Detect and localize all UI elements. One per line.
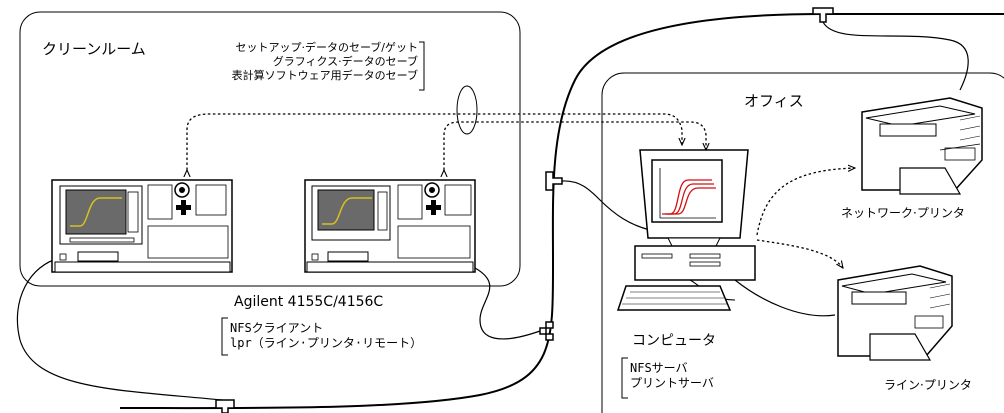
clean-room-notes: セットアップ·データのセーブ/ゲット グラフィクス·データのセーブ 表計算ソフト… xyxy=(232,41,418,83)
analyzer-services-bracket xyxy=(221,317,228,356)
cable-analyzer-left xyxy=(16,257,223,401)
analyzer-service-lpr: lpr（ライン·プリンタ·リモート） xyxy=(230,336,423,350)
analyzer-service-nfs: NFSクライアント xyxy=(230,321,324,335)
computer xyxy=(616,149,756,311)
cable-analyzer-right xyxy=(474,267,541,340)
note-graphics: グラフィクス·データのセーブ xyxy=(272,55,418,68)
note-spreadsheet: 表計算ソフトウェア用データのセーブ xyxy=(231,69,418,82)
t-connector-bottom xyxy=(215,399,235,413)
computer-label: コンピュータ xyxy=(632,333,716,349)
analyzer-services: NFSクライアント lpr（ライン·プリンタ·リモート） xyxy=(230,321,422,351)
t-connector-top xyxy=(812,7,834,23)
computer-service-print: プリントサーバ xyxy=(630,376,714,390)
flow-analyzer2-computer xyxy=(444,121,706,170)
flow-computer-line-printer xyxy=(756,239,843,268)
line-printer-label: ライン·プリンタ xyxy=(884,378,972,392)
computer-service-nfs: NFSサーバ xyxy=(630,361,688,375)
cable-line-printer xyxy=(734,279,836,317)
note-setup: セットアップ·データのセーブ/ゲット xyxy=(235,41,418,54)
cable-printer-top xyxy=(822,21,969,91)
analyzer-1 xyxy=(51,179,233,273)
flow-analyzer1-computer xyxy=(187,113,682,170)
office-title: オフィス xyxy=(744,92,804,110)
office-boundary xyxy=(601,72,1004,413)
cable-computer xyxy=(561,180,651,231)
data-group-ellipse xyxy=(456,85,478,135)
network-printer xyxy=(861,97,983,195)
network-printer-label: ネットワーク·プリンタ xyxy=(841,206,965,220)
clean-room-title: クリーンルーム xyxy=(42,40,146,58)
lan-backbone xyxy=(119,13,1004,410)
flow-computer-network-printer xyxy=(756,168,855,236)
line-printer xyxy=(837,265,953,361)
computer-services: NFSサーバ プリントサーバ xyxy=(630,361,714,391)
notes-bracket xyxy=(419,41,425,91)
t-connector-low xyxy=(539,321,554,341)
analyzer-2 xyxy=(304,179,476,273)
computer-services-bracket xyxy=(621,357,628,399)
analyzer-label: Agilent 4155C/4156C xyxy=(234,294,384,310)
